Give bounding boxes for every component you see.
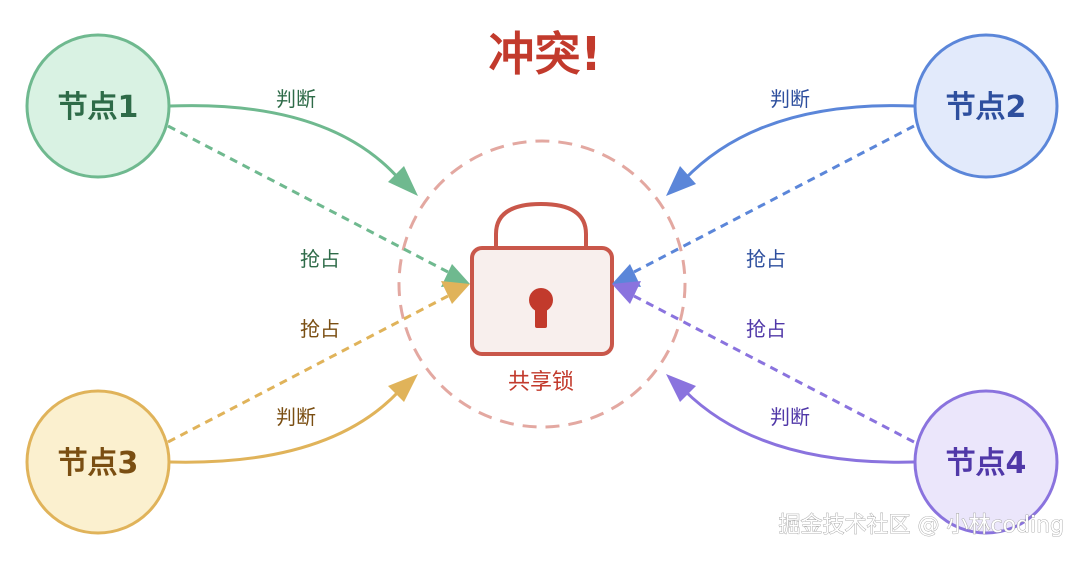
edge-label-node4-judge: 判断 bbox=[770, 405, 810, 429]
edge-node2-judge bbox=[666, 104, 915, 196]
edge-node2-grab bbox=[612, 124, 915, 287]
lock-zone-circle bbox=[397, 139, 687, 429]
edge-label-node2-grab: 抢占 bbox=[746, 247, 786, 271]
edge-node3-judge bbox=[169, 374, 418, 464]
node-2-label: 节点2 bbox=[946, 90, 1027, 125]
arrowhead-icon bbox=[666, 166, 696, 196]
node-2: 节点2 bbox=[913, 33, 1059, 179]
keyhole-icon bbox=[529, 288, 553, 328]
lock-shackle bbox=[494, 201, 588, 250]
edge-label-node2-judge: 判断 bbox=[770, 87, 810, 111]
arrowhead-icon bbox=[612, 264, 641, 287]
arrowhead-icon bbox=[666, 374, 696, 402]
edge-label-node3-judge: 判断 bbox=[276, 405, 316, 429]
node-3-label: 节点3 bbox=[58, 446, 139, 481]
edge-node4-judge bbox=[666, 374, 915, 464]
diagram-title: 冲突! bbox=[489, 27, 602, 81]
arrowhead-icon bbox=[612, 281, 641, 304]
edge-label-node1-grab: 抢占 bbox=[300, 247, 340, 271]
edge-label-node1-judge: 判断 bbox=[276, 87, 316, 111]
lock-label: 共享锁 bbox=[508, 370, 574, 395]
node-1-label: 节点1 bbox=[58, 90, 139, 125]
arrowhead-icon bbox=[388, 374, 418, 402]
edge-node1-judge bbox=[169, 104, 418, 196]
node-3: 节点3 bbox=[25, 389, 171, 535]
edge-node3-grab bbox=[167, 281, 470, 444]
node-4-label: 节点4 bbox=[946, 446, 1027, 481]
edge-node1-grab bbox=[167, 124, 470, 287]
arrowhead-icon bbox=[441, 264, 470, 287]
edge-label-node4-grab: 抢占 bbox=[746, 317, 786, 341]
arrowhead-icon bbox=[441, 281, 470, 304]
edge-label-node3-grab: 抢占 bbox=[300, 317, 340, 341]
arrowhead-icon bbox=[388, 166, 418, 196]
watermark: 掘金技术社区 @ 小林coding bbox=[778, 513, 1064, 538]
shared-lock bbox=[470, 201, 614, 356]
node-1: 节点1 bbox=[25, 33, 171, 179]
edge-node4-grab bbox=[612, 281, 915, 444]
node-4: 节点4 bbox=[913, 389, 1059, 535]
